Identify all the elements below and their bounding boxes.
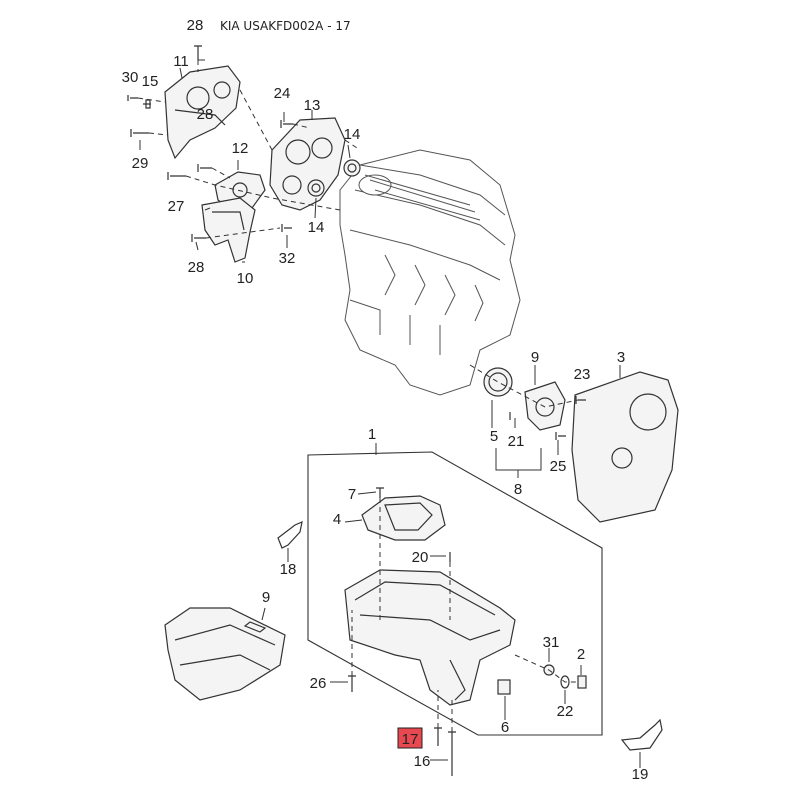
oil-pan-assembly-lines: [351, 498, 578, 732]
callout-20: 20: [412, 549, 429, 566]
callout-16: 16: [414, 753, 431, 770]
flywheel-back-plate: [571, 371, 679, 523]
rear-bolts: [509, 396, 586, 440]
oil-pan-assembly-frame: [307, 451, 603, 736]
callout-9-upper: 9: [531, 349, 539, 366]
oil-pan: [344, 569, 516, 706]
engine-block: [339, 149, 521, 396]
callout-29: 29: [132, 155, 149, 172]
callout-11: 11: [173, 53, 189, 70]
callout-27: 27: [168, 198, 185, 215]
oil-pan-bolt-short: [434, 727, 442, 746]
callout-14-upper: 14: [344, 126, 361, 143]
callout-12: 12: [232, 140, 249, 157]
support-bracket-18: [277, 520, 303, 549]
rear-assembly-line: [469, 364, 579, 408]
oil-drain-plug-magnet: [497, 679, 511, 695]
drain-plug-gasket: [560, 675, 570, 689]
upper-bolts: [127, 45, 293, 242]
callout-25: 25: [550, 458, 567, 475]
callout-21: 21: [508, 433, 525, 450]
timing-case: [269, 117, 346, 211]
callout-8: 8: [514, 481, 522, 498]
group-bracket-8: [495, 448, 542, 478]
oil-pan-bolt-long: [448, 731, 456, 776]
callout-6: 6: [501, 719, 509, 736]
callout-31: 31: [543, 634, 560, 651]
callout-4: 4: [333, 511, 341, 528]
rear-oil-seal: [483, 367, 513, 397]
lower-timing-cover: [201, 197, 256, 263]
callout-14-lower: 14: [308, 219, 325, 236]
oil-drain-plug: [577, 675, 587, 689]
callout-leaders: [139, 59, 641, 768]
oil-baffle-plate: [361, 495, 446, 541]
callout-5: 5: [490, 428, 498, 445]
callout-28-top: 28: [187, 17, 204, 34]
engine-under-cover: [164, 607, 286, 701]
oil-seal-camshaft: [343, 159, 361, 177]
highlight-box-17: [397, 727, 423, 749]
callout-19: 19: [632, 766, 649, 783]
rear-oil-seal-case: [524, 381, 566, 431]
callout-22: 22: [557, 703, 574, 720]
baffle-bolt: [376, 487, 384, 498]
callout-13: 13: [304, 97, 321, 114]
support-bracket-19: [620, 718, 663, 751]
callout-1: 1: [368, 426, 376, 443]
diagram-code: KIA USAKFD002A - 17: [220, 19, 351, 33]
callout-3: 3: [617, 349, 625, 366]
callout-9-lower: 9: [262, 589, 270, 606]
callout-24: 24: [274, 85, 291, 102]
callout-32: 32: [279, 250, 296, 267]
callout-30: 30: [122, 69, 139, 86]
oil-seal-crankshaft-front: [307, 179, 325, 197]
callout-28-mid: 28: [197, 106, 214, 123]
callout-2: 2: [577, 646, 585, 663]
callout-7: 7: [348, 486, 356, 503]
callout-15: 15: [142, 73, 159, 90]
callout-10: 10: [237, 270, 254, 287]
upper-assembly-lines: [137, 60, 361, 239]
callout-26: 26: [310, 675, 327, 692]
upper-timing-cover: [164, 65, 241, 160]
callout-18: 18: [280, 561, 297, 578]
oil-pan-bolt: [348, 675, 356, 692]
callout-23: 23: [574, 366, 591, 383]
callout-17: 17: [402, 731, 419, 748]
callout-28-bottom: 28: [188, 259, 205, 276]
